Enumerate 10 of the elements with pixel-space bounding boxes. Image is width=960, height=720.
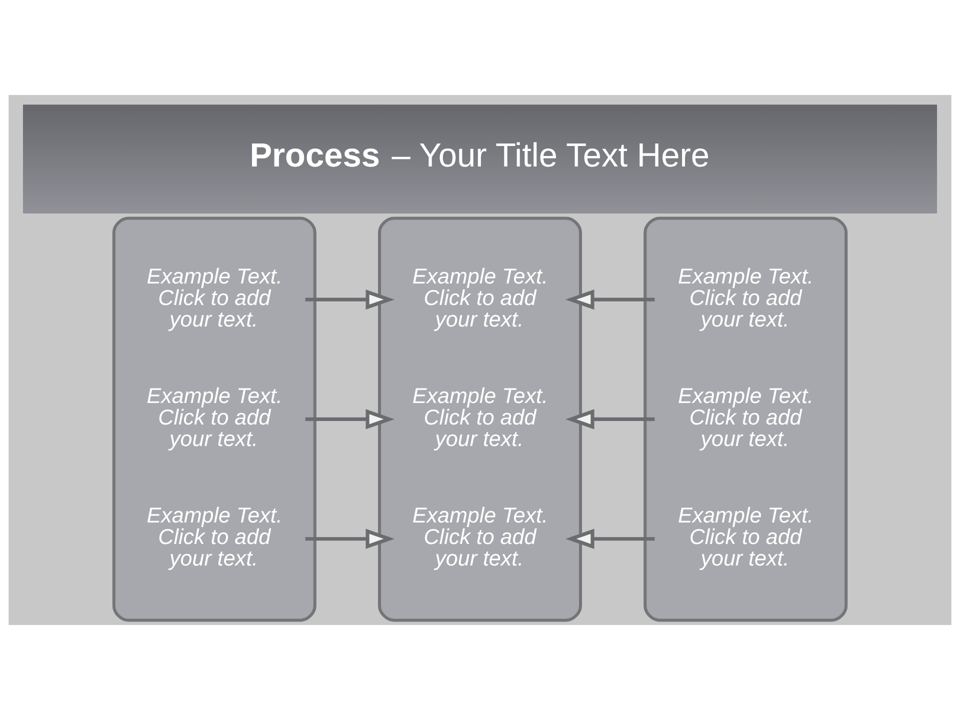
arrow bbox=[565, 528, 655, 549]
arrow bbox=[566, 290, 655, 310]
node-box: Example Text. Click to add your text. Example Text. Click to add your text. Example Text. Click to add your text. bbox=[378, 216, 582, 622]
arrow bbox=[566, 409, 655, 430]
arrow bbox=[305, 528, 395, 549]
diagram-title: Process – Your Title Text Here bbox=[250, 138, 710, 175]
node-box: Example Text. Click to add your text. Example Text. Click to add your text. Example Text. Click to add your text. bbox=[112, 216, 316, 622]
arrow bbox=[305, 409, 394, 430]
arrow bbox=[305, 290, 394, 310]
node-box: Example Text. Click to add your text. Example Text. Click to add your text. Example Text. Click to add your text. bbox=[644, 216, 848, 622]
